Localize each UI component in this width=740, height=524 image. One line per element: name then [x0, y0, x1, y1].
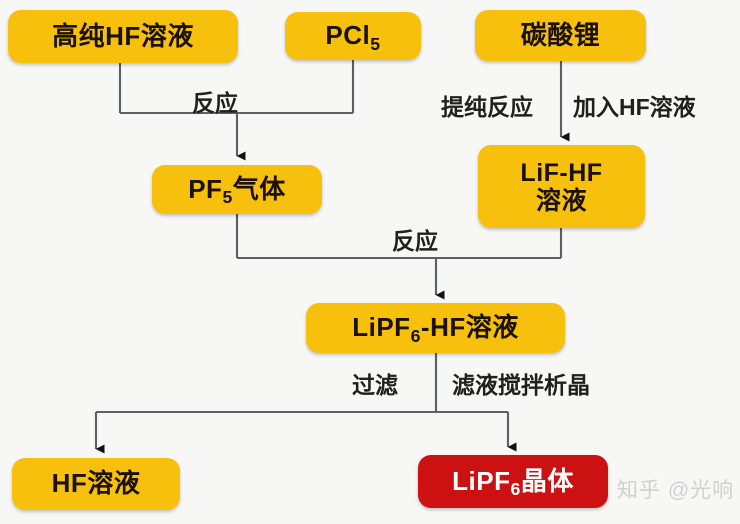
node-label: LiF-HF 溶液 [520, 158, 603, 215]
node-lipf6-crystal[interactable]: LiPF6晶体 [418, 455, 608, 508]
node-high-purity-hf-solution[interactable]: 高纯HF溶液 [8, 10, 238, 63]
node-label: 高纯HF溶液 [52, 20, 194, 51]
node-label: LiPF6晶体 [452, 465, 574, 500]
node-label-suffix: -HF溶液 [420, 312, 519, 343]
node-label-suffix: 晶体 [520, 465, 574, 496]
node-label: PCl5 [325, 20, 380, 54]
node-lipf6-hf-solution[interactable]: LiPF6-HF溶液 [306, 303, 565, 353]
node-hf-solution[interactable]: HF溶液 [12, 458, 180, 510]
node-label-suffix: 气体 [232, 173, 286, 204]
node-label-main: LiPF [352, 312, 411, 343]
node-label-main: PCl [325, 20, 371, 51]
node-pcl5[interactable]: PCl5 [285, 12, 421, 60]
edge-label-filter: 过滤 [352, 372, 398, 398]
node-label-main: LiPF [452, 465, 511, 496]
node-lif-hf-solution[interactable]: LiF-HF 溶液 [478, 145, 645, 228]
node-label: 碳酸锂 [520, 19, 601, 50]
node-label-main: PF [188, 173, 223, 204]
edge-label-add-hf-solution: 加入HF溶液 [573, 94, 696, 120]
node-pf5-gas[interactable]: PF5气体 [152, 165, 322, 214]
watermark: 知乎 @光响 [617, 479, 735, 502]
node-lithium-carbonate[interactable]: 碳酸锂 [475, 10, 646, 61]
edge-label-reaction-mid: 反应 [392, 228, 438, 254]
node-label-subscript: 5 [222, 187, 233, 208]
edge-label-stir-crystallize: 滤液搅拌析晶 [452, 372, 590, 398]
node-label-subscript: 6 [510, 479, 521, 500]
edge-label-purify-reaction: 提纯反应 [441, 94, 533, 120]
node-label-subscript: 5 [370, 33, 381, 54]
edge-label-reaction-top: 反应 [192, 90, 238, 116]
node-label: HF溶液 [51, 468, 141, 499]
node-label: PF5气体 [188, 173, 286, 208]
node-label: LiPF6-HF溶液 [352, 312, 519, 346]
node-label-subscript: 6 [410, 325, 421, 346]
